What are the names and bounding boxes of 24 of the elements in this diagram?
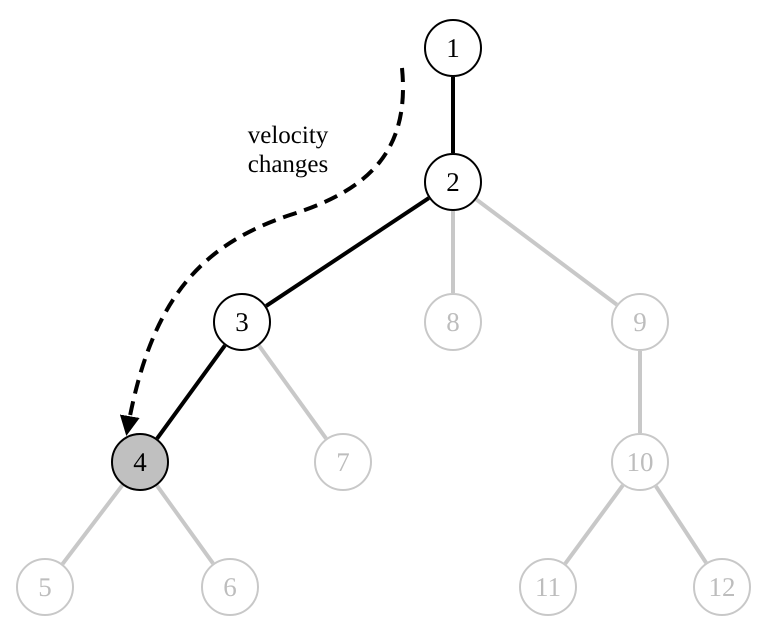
tree-edge	[60, 484, 124, 566]
tree-node-circle: 4	[111, 433, 169, 491]
tree-edge	[451, 211, 455, 293]
tree-edge	[451, 77, 455, 153]
tree-edge	[564, 484, 624, 565]
tree-edge	[265, 196, 430, 308]
tree-node-circle: 6	[201, 558, 259, 616]
tree-node-circle: 10	[611, 433, 669, 491]
tree-node-circle: 12	[693, 558, 751, 616]
tree-node-circle: 9	[611, 293, 669, 351]
tree-edge	[638, 351, 642, 433]
tree-edge	[155, 484, 215, 565]
tree-node-circle: 2	[424, 153, 482, 211]
tree-node-circle: 3	[213, 293, 271, 351]
tree-edge	[155, 344, 227, 440]
tree-edge	[654, 485, 708, 564]
tree-node-circle: 1	[424, 19, 482, 77]
tree-node-circle: 11	[519, 558, 577, 616]
tree-node-circle: 8	[424, 293, 482, 351]
tree-edge	[475, 198, 618, 306]
tree-node-circle: 5	[16, 558, 74, 616]
dashed-arrow	[120, 68, 405, 436]
tree-node-circle: 7	[314, 433, 372, 491]
tree-edge	[257, 344, 328, 440]
